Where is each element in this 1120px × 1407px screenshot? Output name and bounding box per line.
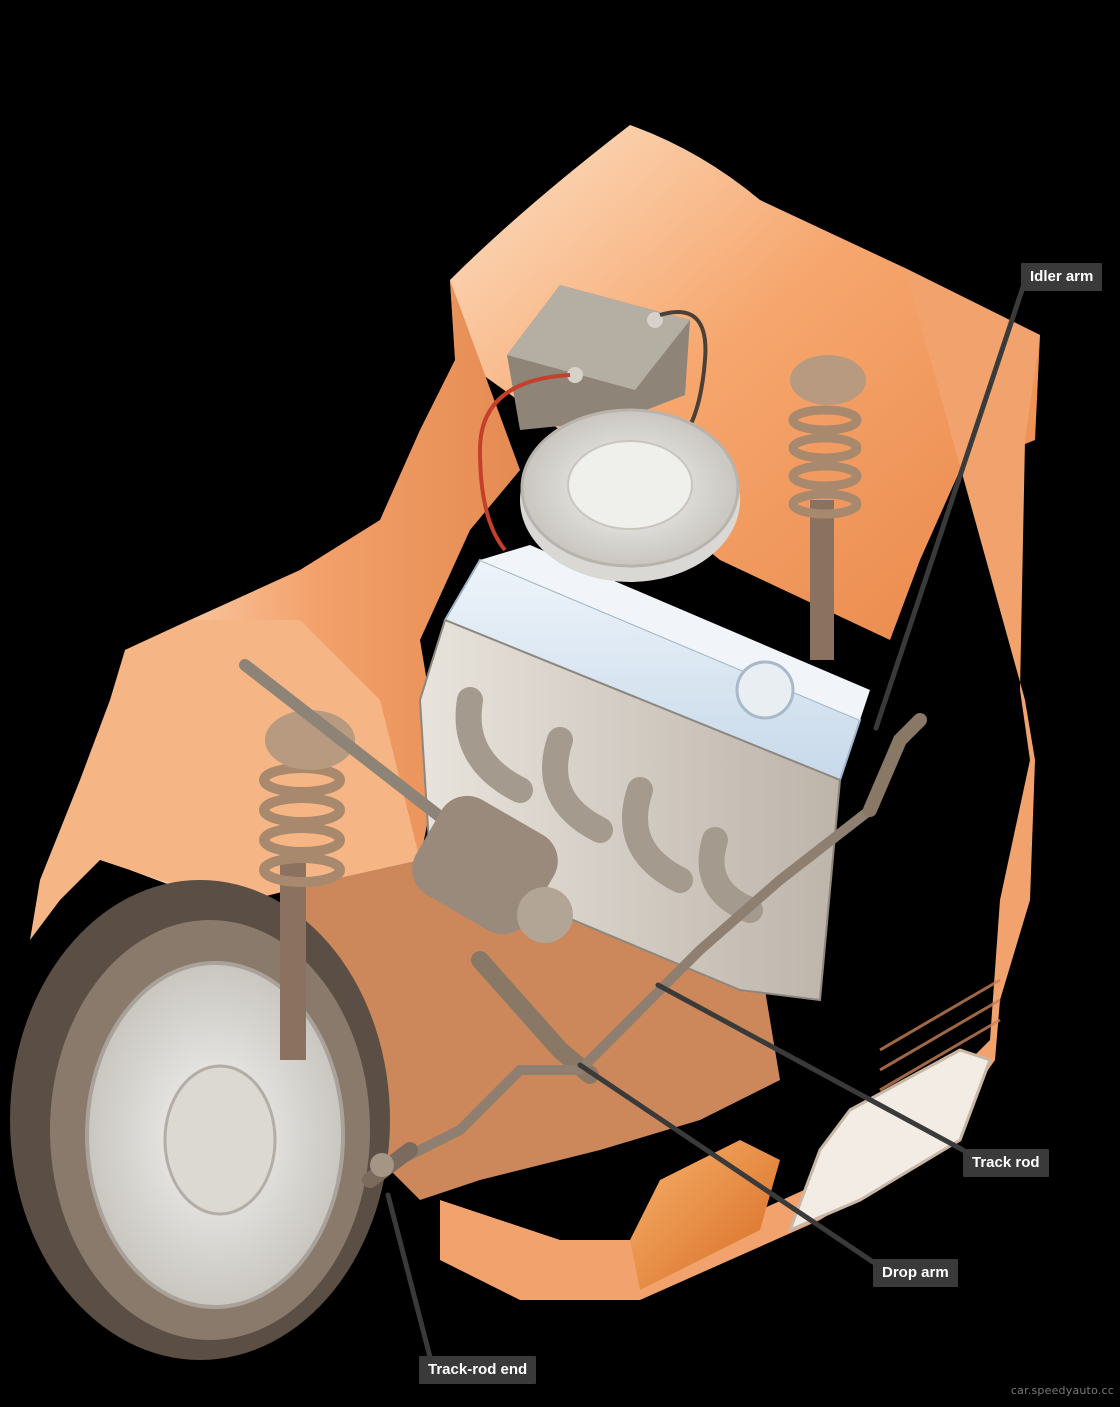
leader-drop-arm <box>577 1062 876 1265</box>
leader-track-rod-end <box>385 1192 433 1360</box>
air-filter <box>520 408 740 582</box>
exhaust-manifold <box>455 687 763 923</box>
label-track-rod-end: Track-rod end <box>419 1356 537 1384</box>
label-track-rod: Track rod <box>963 1149 1049 1177</box>
steering-column <box>239 659 476 846</box>
battery-cable-red <box>477 373 571 552</box>
front-wheel <box>10 880 390 1360</box>
left-strut <box>259 710 355 1060</box>
label-drop-arm: Drop arm <box>873 1259 958 1287</box>
right-strut <box>788 355 866 660</box>
leader-track-rod <box>655 982 966 1153</box>
track-rod-end-ball <box>370 1153 394 1177</box>
grille <box>879 978 1001 1092</box>
side-track-rod <box>375 1065 585 1175</box>
label-idler-arm: Idler arm <box>1021 263 1103 291</box>
watermark: car.speedyauto.cc <box>1010 1384 1114 1397</box>
centre-track-rod <box>575 805 875 1075</box>
headlamp <box>787 1048 992 1233</box>
leader-idler-arm <box>873 281 1027 731</box>
idler-arm <box>863 713 927 817</box>
bulkhead-panel <box>450 125 1040 640</box>
right-wing <box>440 268 1040 1300</box>
steering-box <box>412 795 573 943</box>
leader-lines <box>385 281 1027 1360</box>
battery <box>507 285 690 430</box>
indicator-lamp <box>630 1140 780 1290</box>
